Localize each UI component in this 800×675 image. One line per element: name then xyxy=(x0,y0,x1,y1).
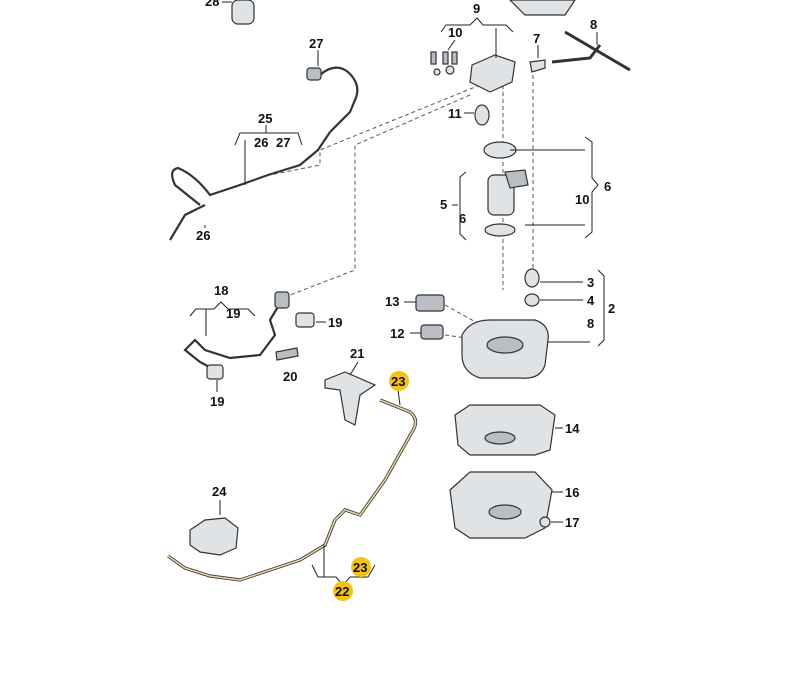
label-27[interactable]: 27 xyxy=(309,36,323,51)
label-21[interactable]: 21 xyxy=(350,346,364,361)
label-6[interactable]: 6 xyxy=(459,211,466,226)
label-26[interactable]: 26 xyxy=(254,135,268,150)
label-6b[interactable]: 6 xyxy=(604,179,611,194)
sensor-13[interactable] xyxy=(415,294,445,312)
bracket-21[interactable] xyxy=(324,371,377,426)
label-23-top[interactable]: 23 xyxy=(391,374,405,389)
label-10b[interactable]: 10 xyxy=(575,192,589,207)
tray-14[interactable] xyxy=(454,404,556,456)
harness-26[interactable] xyxy=(169,204,206,241)
label-7[interactable]: 7 xyxy=(533,31,540,46)
label-11[interactable]: 11 xyxy=(448,106,462,121)
label-10[interactable]: 10 xyxy=(448,25,462,40)
hose-8[interactable] xyxy=(551,30,631,72)
cap-4[interactable] xyxy=(524,293,540,307)
label-19c[interactable]: 19 xyxy=(210,394,224,409)
seal-ring[interactable] xyxy=(484,223,516,237)
label-19b[interactable]: 19 xyxy=(328,315,342,330)
part-28[interactable] xyxy=(231,0,255,25)
highlight-23-bottom xyxy=(351,557,371,577)
label-14[interactable]: 14 xyxy=(565,421,580,436)
label-24[interactable]: 24 xyxy=(212,484,227,499)
pad-20[interactable] xyxy=(275,347,299,361)
fitting-7[interactable] xyxy=(529,59,546,73)
label-2[interactable]: 2 xyxy=(608,301,615,316)
label-22[interactable]: 22 xyxy=(335,584,349,599)
bolts-10[interactable] xyxy=(430,51,458,76)
connector-27[interactable] xyxy=(306,67,322,81)
label-28[interactable]: 28 xyxy=(205,0,219,9)
label-19a[interactable]: 19 xyxy=(226,306,240,321)
label-18[interactable]: 18 xyxy=(214,283,228,298)
label-25[interactable]: 25 xyxy=(258,111,272,126)
fuel-pump-5[interactable] xyxy=(487,174,515,216)
label-8b[interactable]: 8 xyxy=(587,316,594,331)
sensor-12[interactable] xyxy=(420,324,444,340)
label-9[interactable]: 9 xyxy=(473,1,480,16)
valve-9[interactable] xyxy=(469,54,516,93)
seal-11[interactable] xyxy=(474,104,490,126)
label-5[interactable]: 5 xyxy=(440,197,447,212)
highlight-22 xyxy=(333,581,353,601)
label-17[interactable]: 17 xyxy=(565,515,579,530)
label-23-bottom[interactable]: 23 xyxy=(353,560,367,575)
part-24[interactable] xyxy=(189,517,239,556)
label-3[interactable]: 3 xyxy=(587,275,594,290)
label-12[interactable]: 12 xyxy=(390,326,404,341)
label-8[interactable]: 8 xyxy=(590,17,597,32)
part-top[interactable] xyxy=(509,0,576,16)
plug-17[interactable] xyxy=(539,516,551,528)
connector-19b[interactable] xyxy=(206,364,224,380)
highlight-23-top xyxy=(389,371,409,391)
label-16[interactable]: 16 xyxy=(565,485,579,500)
label-27b[interactable]: 27 xyxy=(276,135,290,150)
harness-18[interactable] xyxy=(183,299,283,371)
cap-3[interactable] xyxy=(524,268,540,288)
connector-19[interactable] xyxy=(295,312,315,328)
assembly-line xyxy=(269,84,481,176)
label-20[interactable]: 20 xyxy=(283,369,297,384)
label-4[interactable]: 4 xyxy=(587,293,595,308)
label-13[interactable]: 13 xyxy=(385,294,399,309)
label-26b[interactable]: 26 xyxy=(196,228,210,243)
assembly-line xyxy=(289,94,471,296)
wire-27[interactable] xyxy=(319,66,359,133)
harness-25[interactable] xyxy=(171,131,331,206)
